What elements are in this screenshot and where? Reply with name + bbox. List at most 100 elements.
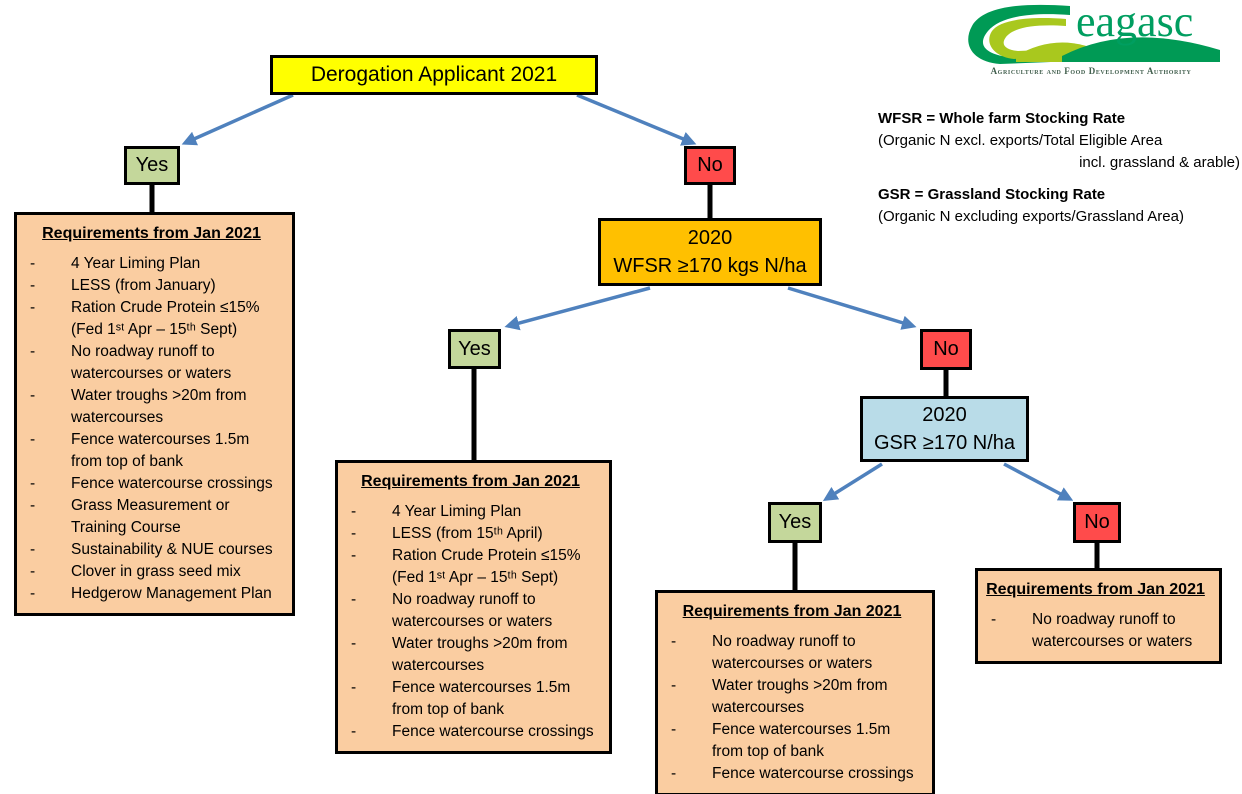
requirement-text: Sustainability & NUE courses <box>71 541 273 558</box>
decision-no-wfsr: No <box>920 329 972 370</box>
bullet-dash: - <box>351 723 357 740</box>
requirement-item: - Sustainability & NUE courses <box>17 539 286 561</box>
decision-yes-wfsr: Yes <box>448 329 501 369</box>
bullet-dash: - <box>30 277 36 294</box>
requirement-item: - 4 Year Liming Plan <box>17 253 286 275</box>
derogation-applicant-node: Derogation Applicant 2021 <box>270 55 598 95</box>
requirement-item: -No roadway runoff to watercourses or wa… <box>338 589 603 633</box>
requirement-text: Fence watercourses 1.5m from top of bank <box>71 431 250 470</box>
gsr-threshold: GSR ≥170 N/ha <box>873 432 1016 454</box>
bullet-dash: - <box>351 635 357 652</box>
requirement-text: Ration Crude Protein ≤15% (Fed 1ˢᵗ Apr –… <box>392 547 581 586</box>
gsr-year: 2020 <box>922 404 967 426</box>
requirement-item: - Fence watercourses 1.5m from top of ban… <box>338 677 603 721</box>
requirement-text: Hedgerow Management Plan <box>71 585 272 602</box>
derogation-applicant-label: Derogation Applicant 2021 <box>310 63 558 86</box>
wfsr-threshold: WFSR ≥170 kgs N/ha <box>613 255 807 277</box>
requirement-item: - Water troughs >20m from watercourses <box>658 675 926 719</box>
arrow-gsr-to-yes3 <box>822 462 883 501</box>
requirements-list: -No roadway runoff to watercourses or wa… <box>658 631 926 785</box>
requirement-item: - Fence watercourse crossings <box>17 473 286 495</box>
requirement-item: -Fence watercourses 1.5m from top of ban… <box>17 429 286 473</box>
bullet-dash: - <box>30 255 36 272</box>
requirement-text: LESS (from January) <box>71 277 216 294</box>
gsr-2020-node: 2020 GSR ≥170 N/ha <box>860 396 1029 462</box>
bullet-dash: - <box>671 721 677 738</box>
bullet-dash: - <box>30 299 36 316</box>
requirement-item: -Ration Crude Protein ≤15% (Fed 1ˢᵗ Apr … <box>17 297 286 341</box>
requirement-text: Grass Measurement or Training Course <box>71 497 230 536</box>
requirement-text: LESS (from 15ᵗʰ April) <box>392 525 543 542</box>
requirement-item: - 4 Year Liming Plan <box>338 501 603 523</box>
requirement-item: - LESS (from 15ᵗʰ April) <box>338 523 603 545</box>
requirement-text: 4 Year Liming Plan <box>392 503 522 520</box>
bullet-dash: - <box>351 503 357 520</box>
requirement-text: Water troughs >20m from watercourses <box>712 677 888 716</box>
requirements-box-derogation-yes: Requirements from Jan 2021 - 4 Year Limin… <box>14 212 295 616</box>
requirements-box-gsr-no: Requirements from Jan 2021 - No roadway r… <box>975 568 1222 664</box>
requirements-list: - 4 Year Liming Plan - LESS (from 15ᵗʰ Apri… <box>338 501 603 743</box>
wfsr-2020-node: 2020 WFSR ≥170 kgs N/ha <box>598 218 822 286</box>
requirement-text: No roadway runoff to watercourses or wat… <box>71 343 232 382</box>
requirement-text: Fence watercourses 1.5m from top of bank <box>712 721 891 760</box>
requirement-text: Fence watercourse crossings <box>712 765 914 782</box>
bullet-dash: - <box>351 525 357 542</box>
requirements-list: - No roadway runoff to watercourses or wa… <box>978 609 1213 653</box>
bullet-dash: - <box>30 475 36 492</box>
requirement-item: -No roadway runoff to watercourses or wa… <box>658 631 926 675</box>
requirement-item: - No roadway runoff to watercourses or wa… <box>978 609 1213 653</box>
teagasc-logo-graphic: eagasc <box>968 0 1220 65</box>
bullet-dash: - <box>671 765 677 782</box>
decision-yes-gsr: Yes <box>768 502 822 543</box>
requirements-box-wfsr-yes: Requirements from Jan 2021 - 4 Year Limin… <box>335 460 612 754</box>
wfsr-definition-line2: incl. grassland & arable) <box>1079 154 1240 171</box>
bullet-dash: - <box>991 611 997 628</box>
requirements-heading: Requirements from Jan 2021 <box>361 473 580 490</box>
requirement-text: Fence watercourses 1.5m from top of bank <box>392 679 571 718</box>
requirement-text: Fence watercourse crossings <box>71 475 273 492</box>
bullet-dash: - <box>351 591 357 608</box>
requirement-item: - Water troughs >20m from watercourses <box>338 633 603 677</box>
bullet-dash: - <box>30 541 36 558</box>
bullet-dash: - <box>351 679 357 696</box>
arrow-gsr-to-no3 <box>1003 462 1074 501</box>
requirement-item: - LESS (from January) <box>17 275 286 297</box>
requirement-text: Water troughs >20m from watercourses <box>392 635 568 674</box>
requirements-heading: Requirements from Jan 2021 <box>42 225 261 242</box>
requirement-item: - Fence watercourse crossings <box>658 763 926 785</box>
decision-yes-derogation: Yes <box>124 146 180 185</box>
decision-no-derogation: No <box>684 146 736 185</box>
gsr-definition: (Organic N excluding exports/Grassland A… <box>878 208 1184 225</box>
wfsr-definition-line1: (Organic N excl. exports/Total Eligible … <box>878 132 1163 149</box>
requirement-item: - Water troughs >20m from watercourses <box>17 385 286 429</box>
requirement-item: - Grass Measurement or Training Course <box>17 495 286 539</box>
requirement-text: No roadway runoff to watercourses or wat… <box>1032 611 1193 650</box>
requirement-text: 4 Year Liming Plan <box>71 255 201 272</box>
wfsr-definition-title: WFSR = Whole farm Stocking Rate <box>878 110 1126 127</box>
teagasc-subtitle: Agriculture and Food Development Authori… <box>990 66 1192 76</box>
requirements-box-gsr-yes: Requirements from Jan 2021 -No roadway r… <box>655 590 935 794</box>
requirement-text: Fence watercourse crossings <box>392 723 594 740</box>
bullet-dash: - <box>351 547 357 564</box>
wfsr-year: 2020 <box>687 227 733 249</box>
bullet-dash: - <box>30 563 36 580</box>
requirement-item: - Ration Crude Protein ≤15% (Fed 1ˢᵗ Apr … <box>338 545 603 589</box>
bullet-dash: - <box>30 497 36 514</box>
bullet-dash: - <box>30 387 36 404</box>
bullet-dash: - <box>30 343 36 360</box>
arrow-title-to-yes1 <box>181 93 294 146</box>
requirements-heading: Requirements from Jan 2021 <box>986 581 1205 598</box>
stocking-rate-legend: WFSR = Whole farm Stocking Rate (Organic… <box>878 108 1240 228</box>
bullet-dash: - <box>30 585 36 602</box>
bullet-dash: - <box>671 677 677 694</box>
requirement-text: Water troughs >20m from watercourses <box>71 387 247 426</box>
requirement-item: -Clover in grass seed mix <box>17 561 286 583</box>
arrow-wfsr-to-no2 <box>787 286 917 330</box>
gsr-definition-title: GSR = Grassland Stocking Rate <box>878 186 1106 203</box>
requirement-item: - No roadway runoff to watercourses or wa… <box>17 341 286 385</box>
requirement-item: - Fence watercourses 1.5m from top of ban… <box>658 719 926 763</box>
arrow-title-to-no1 <box>576 93 697 146</box>
requirements-list: -4 Year Liming Plan-LESS (from January)-… <box>17 253 286 605</box>
arrow-wfsr-to-yes2 <box>504 286 651 331</box>
